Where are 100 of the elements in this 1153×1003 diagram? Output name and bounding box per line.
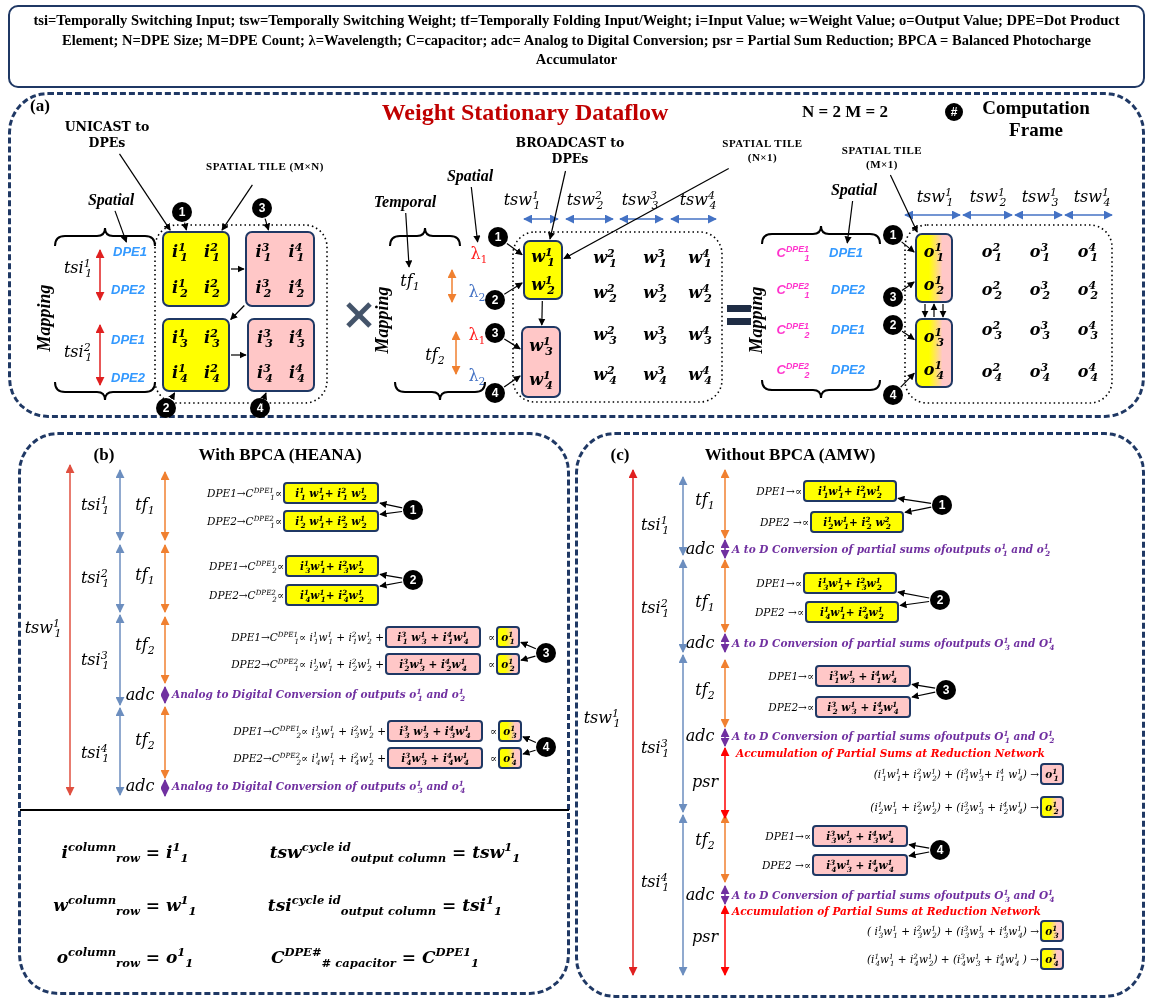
step-number-badge: 3	[883, 287, 903, 307]
row-label: DPE1	[111, 332, 145, 348]
panel-title: Without BPCA (AMW)	[704, 445, 876, 465]
row-label: DPE1	[831, 322, 865, 338]
formula-text: DPE1→∝	[765, 830, 811, 842]
arrow	[221, 184, 253, 231]
matrix-tile	[915, 318, 953, 388]
matrix-tile	[162, 231, 230, 307]
timeline-label: tf$_{2}$	[135, 731, 155, 749]
axis-title: Mapping	[373, 286, 393, 354]
timeline-label: adc	[685, 634, 715, 652]
matrix-tile	[162, 318, 230, 392]
formula-text: DPE2→C$^{DPE2}$$_{1}$∝	[207, 515, 282, 527]
arrow	[379, 510, 403, 518]
annotation-text: Spatial	[822, 180, 886, 200]
arrow	[168, 392, 176, 401]
arrow	[930, 303, 938, 318]
annotation-text: SPATIAL TILE (M×N)	[198, 148, 332, 184]
formula-text: DPE2 →∝	[754, 606, 804, 618]
arrow	[844, 200, 854, 244]
step-number-badge: 3	[936, 680, 956, 700]
annotation-text: Temporal	[370, 192, 440, 212]
axis-title: Mapping	[35, 284, 55, 352]
formula-text: DPE1→C$^{DPE1}$$_{1}$∝ i$^{1}$$_{1}$w$^{1}$$_{1}$ + i$^{2}$$_{1}$w$^{1}$$_{2}$ +	[231, 631, 384, 643]
matrix-tile	[915, 233, 953, 303]
step-number-badge: 1	[488, 227, 508, 247]
annotation-text: Spatial	[80, 190, 142, 210]
arrow	[911, 681, 936, 689]
arrow	[538, 300, 546, 326]
timeline-label: tf$_{1}$	[695, 593, 715, 611]
arrow	[503, 338, 521, 350]
timeline-label: tf$_{2}$	[135, 636, 155, 654]
arrow	[230, 351, 247, 359]
formula-text: DPE1→∝	[756, 485, 802, 497]
arrow	[260, 392, 267, 401]
step-number-badge: 1	[932, 495, 952, 515]
formula-text: DPE1→C$^{DPE1}$$_{2}$∝	[209, 560, 284, 572]
formula-text: DPE2→C$^{DPE2}$$_{2}$∝ i$^{1}$$_{4}$w$^{1}$$_{1}$ + i$^{2}$$_{4}$w$^{1}$$_{2}$ +	[233, 752, 386, 764]
timeline-label: adc	[685, 727, 715, 745]
step-number-badge: 2	[403, 570, 423, 590]
timeline-label: psr	[691, 773, 719, 791]
step-number-badge: 3	[485, 323, 505, 343]
arrow	[901, 241, 915, 253]
wavelength-label: λ$_{2}$	[468, 283, 486, 301]
formula-text: (i$^{1}$$_{4}$w$^{1}$$_{1}$ + i$^{2}$$_{4}$w$^{1}$$_{2}$) + (i$^{3}$$_{4}$w$^{1}$$_{3}$ + i$^{4}$$_{4}$w$^{1}$$_{4}$ ) →	[867, 953, 1039, 965]
axis-title: Mapping	[747, 286, 767, 354]
arrow	[520, 654, 536, 662]
formula-text: DPE2→C$^{DPE2}$$_{1}$∝ i$^{1}$$_{2}$w$^{1}$$_{1}$ + i$^{2}$$_{2}$w$^{1}$$_{2}$ +	[231, 658, 384, 670]
timeline-label: adc	[685, 886, 715, 904]
step-number-badge: 4	[250, 398, 270, 418]
dashed-panel	[18, 432, 570, 995]
arrow	[522, 736, 537, 744]
arrow	[405, 212, 413, 268]
timeline-label: adc	[125, 686, 155, 704]
step-number-badge: 2	[156, 398, 176, 418]
annotation-text: BROADCAST to DPEs	[511, 132, 629, 170]
annotation-text: tf$_{1}$	[398, 268, 422, 294]
formula-text: ∝	[487, 658, 495, 670]
arrow	[230, 265, 245, 273]
timeline-label: tf$_{2}$	[425, 346, 445, 364]
annotation-text: SPATIAL TILE (M×1)	[832, 140, 932, 174]
matrix-tile	[521, 326, 561, 398]
timeline-label: adc	[125, 777, 155, 795]
formula-text: ∝	[489, 752, 497, 764]
row-label: DPE2	[831, 362, 865, 378]
arrow	[899, 600, 930, 609]
panel-label: (a)	[30, 96, 50, 116]
formula-text: ∝	[487, 631, 495, 643]
arrow	[263, 218, 271, 231]
timeline-label: tf$_{2}$	[695, 681, 715, 699]
panel-label: (c)	[610, 445, 630, 465]
formula-text: ( i$^{1}$$_{3}$w$^{1}$$_{1}$ + i$^{2}$$_{3}$w$^{1}$$_{2}$) + (i$^{3}$$_{3}$w$^{1}$$_{3}$ + i$^{4}$$_{3}$w$^{1}$$_{4}$) →	[867, 925, 1039, 937]
arrow	[181, 222, 189, 231]
arrow	[563, 167, 730, 260]
arrow	[911, 691, 936, 700]
arrow	[904, 506, 932, 515]
arrow	[379, 571, 403, 579]
step-number-badge: 4	[883, 385, 903, 405]
arrow	[901, 281, 915, 292]
arrow	[889, 174, 918, 233]
step-number-badge: 1	[403, 500, 423, 520]
panel-label: (b)	[93, 445, 115, 465]
arrow	[908, 851, 930, 859]
formula-text: ∝	[489, 725, 497, 737]
formula-text: (i$^{1}$$_{2}$w$^{1}$$_{1}$ + i$^{2}$$_{2}$w$^{1}$$_{2}$) + (i$^{3}$$_{2}$w$^{1}$$_{3}$ + i$^{4}$$_{2}$w$^{1}$$_{4}$) →	[870, 801, 1039, 813]
row-label: DPE2	[111, 282, 145, 298]
formula-text: DPE1→C$^{DPE1}$$_{1}$∝	[207, 487, 282, 499]
dashed-panel	[8, 92, 1145, 418]
formula-text: DPE1→C$^{DPE1}$$_{2}$∝ i$^{1}$$_{3}$w$^{1}$$_{1}$ + i$^{2}$$_{3}$w$^{1}$$_{2}$ +	[233, 725, 386, 737]
arrow	[921, 303, 929, 318]
step-number-badge: 4	[536, 737, 556, 757]
arrow	[939, 303, 947, 318]
row-label: DPE2	[831, 282, 865, 298]
arrow	[118, 153, 171, 231]
arrow	[503, 282, 523, 295]
annotation-text: DPE1	[820, 244, 872, 262]
arrow	[900, 372, 915, 388]
annotation-text: SPATIAL TILE (N×1)	[715, 132, 810, 168]
step-number-badge: 3	[252, 198, 272, 218]
arrow	[520, 641, 537, 650]
